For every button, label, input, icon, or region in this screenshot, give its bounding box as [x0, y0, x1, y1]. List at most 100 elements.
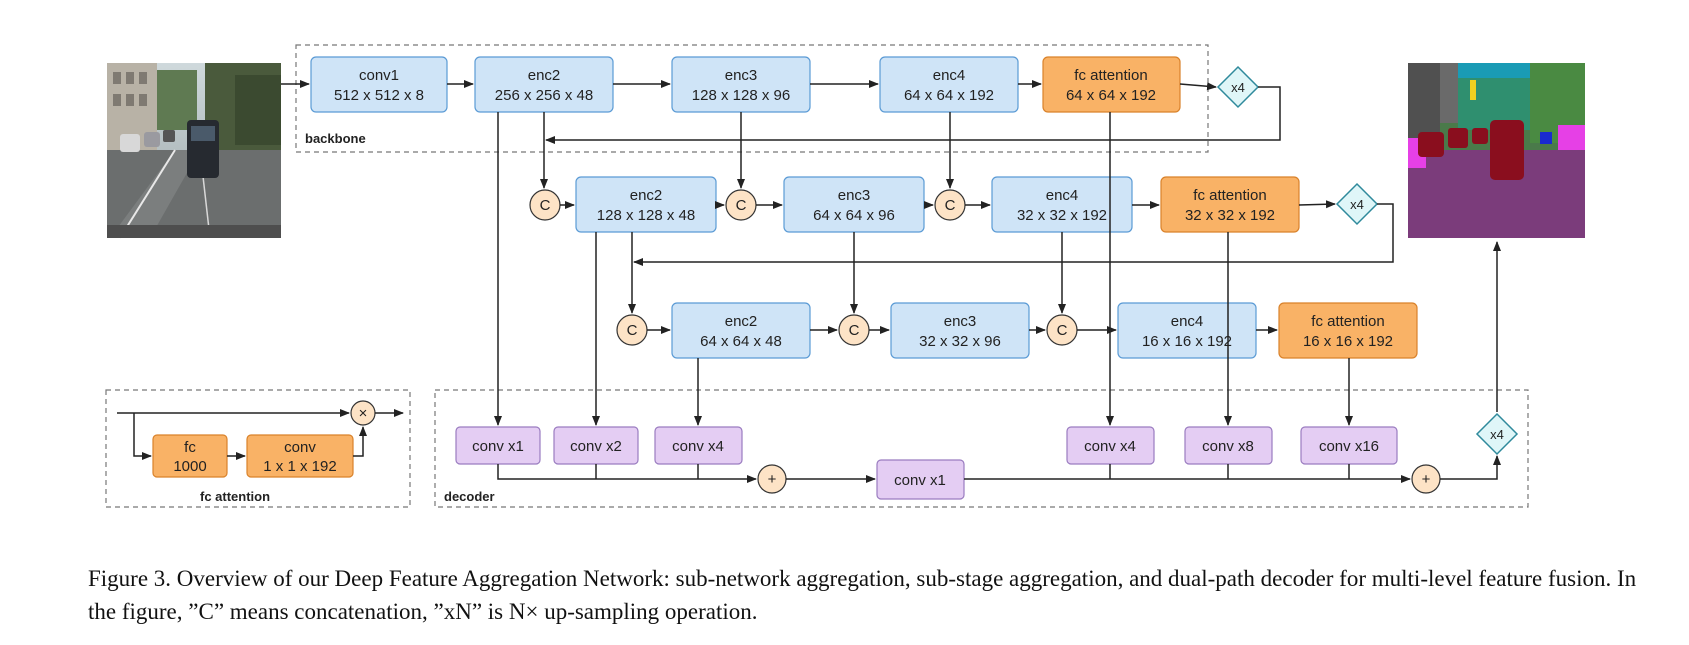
decoder-label: decoder	[444, 489, 495, 504]
label: enc2	[630, 187, 663, 204]
svg-text:1000: 1000	[173, 458, 206, 475]
legend-conv: conv 1 x 1 x 192	[246, 434, 354, 478]
label: enc3	[838, 187, 871, 204]
figure-caption: Figure 3. Overview of our Deep Feature A…	[88, 566, 1637, 624]
label: enc2	[725, 313, 758, 330]
backbone-label: backbone	[305, 131, 366, 146]
svg-text:×: ×	[359, 405, 368, 422]
label: conv1	[359, 67, 399, 84]
svg-text:1 x 1 x 192: 1 x 1 x 192	[263, 458, 336, 475]
svg-text:x4: x4	[1350, 197, 1364, 212]
row2-upsample-x4: x4	[1335, 182, 1379, 226]
arrow	[1298, 200, 1336, 209]
decoder-conv-x2: conv x2	[553, 426, 639, 465]
arrow-feedback-1	[545, 86, 1281, 144]
arrow	[353, 426, 367, 457]
svg-text:x4: x4	[1231, 80, 1245, 95]
svg-text:C: C	[945, 197, 956, 214]
row3-concat-3: C	[1046, 314, 1078, 346]
decoder-conv-x8: conv x8	[1184, 426, 1273, 465]
input-image	[107, 63, 281, 239]
row3-enc3: enc3 32 x 32 x 96	[890, 302, 1030, 359]
label: enc4	[933, 67, 966, 84]
decoder-conv-x1-a: conv x1	[455, 426, 541, 465]
row1-enc2: enc2 256 x 256 x 48	[474, 56, 614, 113]
svg-text:conv x4: conv x4	[672, 438, 724, 455]
label: fc attention	[1193, 187, 1266, 204]
row2-enc3: enc3 64 x 64 x 96	[783, 176, 925, 233]
svg-text:conv x8: conv x8	[1202, 438, 1254, 455]
row3-concat-2: C	[838, 314, 870, 346]
svg-text:fc: fc	[184, 439, 196, 456]
svg-text:conv x1: conv x1	[472, 438, 524, 455]
row1-conv1: conv1 512 x 512 x 8	[310, 56, 448, 113]
decoder-plus-1: +	[757, 464, 787, 494]
dims: 16 x 16 x 192	[1303, 333, 1393, 350]
arrow	[133, 413, 152, 460]
dims: 64 x 64 x 48	[700, 333, 782, 350]
row1-fc-attention: fc attention 64 x 64 x 192	[1042, 56, 1181, 113]
row2-fc-attention: fc attention 32 x 32 x 192	[1160, 176, 1300, 233]
svg-text:C: C	[627, 322, 638, 339]
svg-text:C: C	[849, 322, 860, 339]
label: enc2	[528, 67, 561, 84]
arrow	[1440, 455, 1501, 480]
row3-fc-attention: fc attention 16 x 16 x 192	[1278, 302, 1418, 359]
fc-attention-legend-label: fc attention	[200, 489, 270, 504]
label: enc4	[1046, 187, 1079, 204]
fc-attention-legend-frame	[105, 389, 411, 508]
label: fc attention	[1311, 313, 1384, 330]
svg-text:C: C	[736, 197, 747, 214]
dims: 128 x 128 x 48	[597, 207, 695, 224]
legend-fc: fc 1000	[152, 434, 228, 478]
row2-concat-3: C	[934, 189, 966, 221]
svg-text:conv x2: conv x2	[570, 438, 622, 455]
dims: 32 x 32 x 96	[919, 333, 1001, 350]
svg-text:conv x4: conv x4	[1084, 438, 1136, 455]
svg-text:+: +	[768, 471, 777, 488]
decoder-conv-x1-mid: conv x1	[876, 459, 965, 500]
label: enc3	[725, 67, 758, 84]
label: enc3	[944, 313, 977, 330]
row1-enc3: enc3 128 x 128 x 96	[671, 56, 811, 113]
decoder-plus-2: +	[1411, 464, 1441, 494]
row2-enc2: enc2 128 x 128 x 48	[575, 176, 717, 233]
row3-concat-1: C	[616, 314, 648, 346]
arrow	[1179, 82, 1217, 91]
svg-text:conv x16: conv x16	[1319, 438, 1379, 455]
backbone-frame	[295, 44, 1209, 153]
dims: 64 x 64 x 192	[1066, 87, 1156, 104]
row3-enc2: enc2 64 x 64 x 48	[671, 302, 811, 359]
dims: 64 x 64 x 192	[904, 87, 994, 104]
decoder-conv-x4-a: conv x4	[654, 426, 743, 465]
dims: 512 x 512 x 8	[334, 87, 424, 104]
dims: 32 x 32 x 192	[1017, 207, 1107, 224]
svg-text:C: C	[1057, 322, 1068, 339]
svg-text:x4: x4	[1490, 427, 1504, 442]
row2-concat-2: C	[725, 189, 757, 221]
decoder-upsample-x4: x4	[1475, 412, 1519, 456]
dims: 128 x 128 x 96	[692, 87, 790, 104]
row1-enc4: enc4 64 x 64 x 192	[879, 56, 1019, 113]
svg-text:+: +	[1422, 471, 1431, 488]
arrow	[497, 464, 757, 483]
svg-text:conv: conv	[284, 439, 316, 456]
svg-text:conv x1: conv x1	[894, 472, 946, 489]
decoder-frame	[434, 389, 1529, 508]
row3-enc4: enc4 16 x 16 x 192	[1117, 302, 1257, 359]
row1-upsample-x4: x4	[1216, 65, 1260, 109]
decoder-conv-x16: conv x16	[1300, 426, 1398, 465]
row2-enc4: enc4 32 x 32 x 192	[991, 176, 1133, 233]
dims: 16 x 16 x 192	[1142, 333, 1232, 350]
label: enc4	[1171, 313, 1204, 330]
legend-multiply: ×	[350, 400, 376, 426]
svg-text:C: C	[540, 197, 551, 214]
output-segmentation	[1408, 63, 1585, 238]
arrow-feedback-2	[633, 203, 1394, 266]
dims: 32 x 32 x 192	[1185, 207, 1275, 224]
decoder-conv-x4-b: conv x4	[1066, 426, 1155, 465]
label: fc attention	[1074, 67, 1147, 84]
dims: 64 x 64 x 96	[813, 207, 895, 224]
row2-concat-1: C	[529, 189, 561, 221]
